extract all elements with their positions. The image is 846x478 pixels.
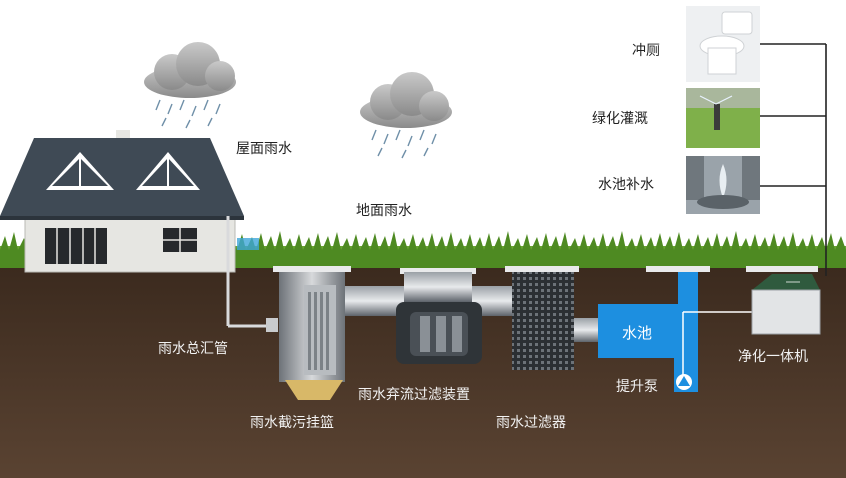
distribution-lines — [758, 43, 827, 276]
diversion-filter-label: 雨水弃流过滤装置 — [358, 387, 470, 403]
dirt-basket — [273, 266, 351, 400]
pool-refill-label: 水池补水 — [598, 177, 654, 193]
rain-filter-device — [505, 266, 608, 370]
greening-label: 绿化灌溉 — [592, 111, 648, 127]
dirt-basket-label: 雨水截污挂篮 — [250, 415, 334, 431]
purifier-unit — [746, 266, 821, 335]
main-pipe-label: 雨水总汇管 — [158, 341, 228, 357]
toilet-label: 冲厕 — [632, 43, 660, 59]
pool-refill-icon — [686, 156, 760, 214]
cloud-ground-icon — [360, 72, 452, 159]
house — [0, 130, 244, 273]
cloud-roof-icon — [144, 42, 236, 129]
pool-tank — [598, 266, 760, 392]
ground-rain-label: 地面雨水 — [356, 203, 412, 219]
greening-icon — [686, 88, 760, 148]
roof-rain-label: 屋面雨水 — [236, 141, 292, 157]
lift-pump-label: 提升泵 — [616, 379, 658, 395]
rain-filter-label: 雨水过滤器 — [496, 415, 566, 431]
pool-label: 水池 — [622, 324, 653, 342]
main-pipe — [226, 216, 278, 332]
blue-gauge — [237, 238, 259, 250]
lift-pump-icon — [676, 374, 692, 390]
purifier-label: 净化一体机 — [738, 349, 808, 365]
toilet-icon — [686, 6, 760, 82]
diversion-filter-device — [396, 268, 482, 364]
